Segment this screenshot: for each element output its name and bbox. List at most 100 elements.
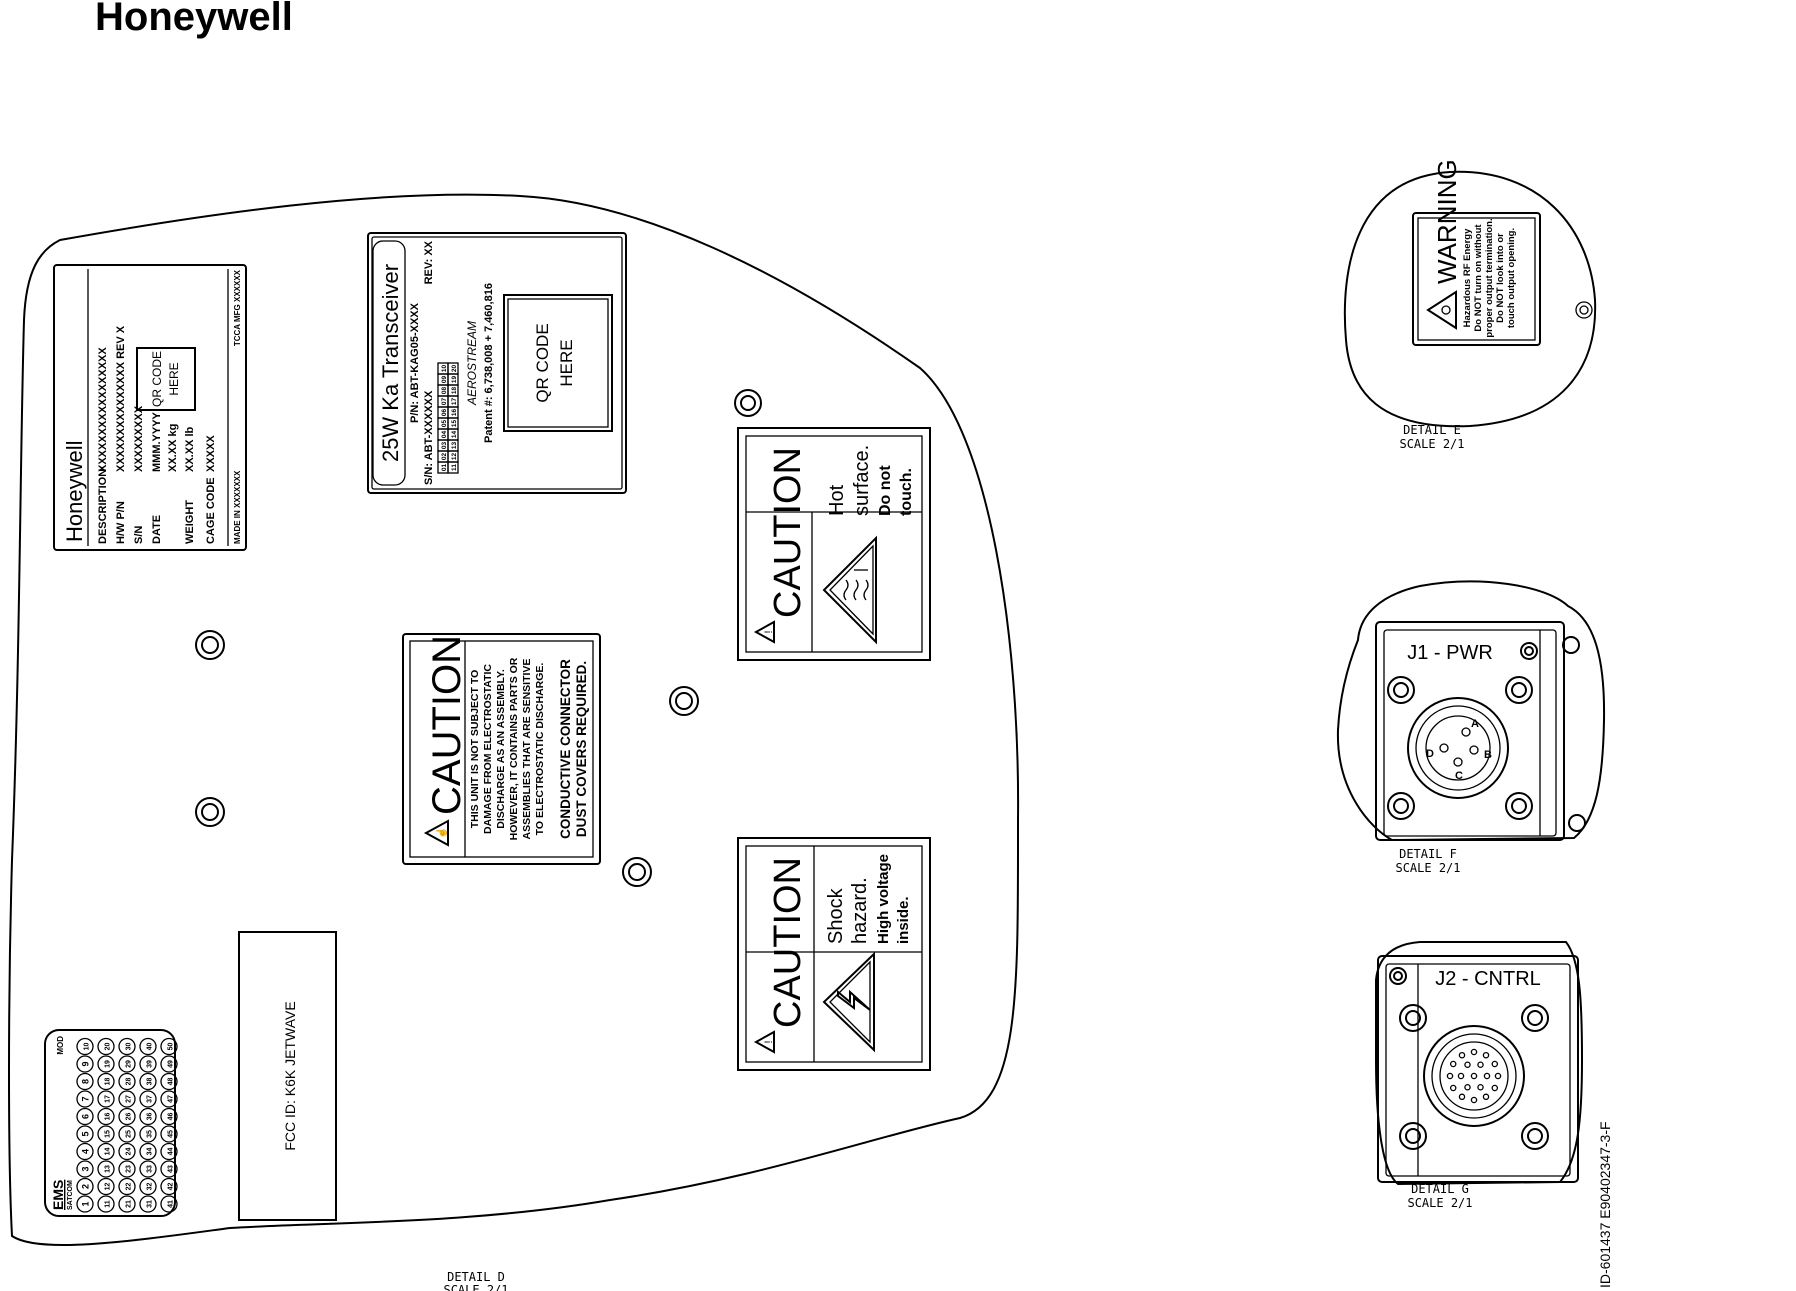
transceiver-mod-cell [447, 362, 459, 375]
detail-e-scale: SCALE 2/1 [1399, 437, 1464, 451]
j1-pin-c: C [1455, 770, 1463, 782]
mod-number: 42 [168, 1183, 175, 1191]
caution-hot-line-1: Hot [826, 484, 848, 516]
transceiver-sn: S/N: ABT-XXXXXX [423, 390, 435, 485]
mod-number: 46 [168, 1113, 175, 1121]
j2-pin [1483, 1072, 1491, 1080]
lightning-icon [837, 989, 871, 1011]
caution-esd-line: THIS UNIT IS NOT SUBJECT TO [469, 670, 481, 828]
transceiver-mod-number: 08 [441, 387, 448, 395]
nameplate-row-label: CAGE CODE [205, 477, 217, 544]
svg-text:!: ! [763, 1040, 775, 1043]
detail-e-name: DETAIL E [1403, 423, 1461, 437]
mod-number: 15 [105, 1130, 112, 1138]
mod-number: 25 [126, 1130, 133, 1138]
nameplate-row-label: H/W P/N [115, 501, 127, 544]
mod-circle [97, 1072, 115, 1091]
mod-circle [76, 1090, 94, 1108]
j2-pin [1449, 1084, 1457, 1092]
transceiver-patent: Patent #: 6,738,008 + 7,460,816 [483, 283, 495, 443]
caution-shock-line-1: Shock [825, 887, 847, 944]
j2-pin [1477, 1061, 1484, 1068]
nameplate-made-in: MADE IN XXXXXXX [233, 470, 242, 544]
honeywell-nameplate: Honeywell DESCRIPTIONXXXXXXXXXXXXXXXXXH/… [53, 264, 247, 551]
caution-esd-line-big: DUST COVERS REQUIRED. [574, 661, 589, 837]
mod-circle [76, 1195, 94, 1213]
transceiver-mod-number: 04 [441, 431, 448, 439]
caution-shock-heading: CAUTION [767, 857, 809, 1028]
transceiver-mod-number: 18 [451, 387, 458, 395]
transceiver-mod-number: 11 [451, 464, 458, 471]
mod-number: 36 [147, 1113, 154, 1121]
transceiver-mod-number: 09 [441, 376, 448, 384]
mod-plate: EMS SATCOM MOD 1234567891011121314151617… [44, 1029, 178, 1217]
detail-g: J2 - CNTRL [1375, 941, 1584, 1186]
mod-circle [76, 1107, 94, 1126]
detail-g-scale: SCALE 2/1 [1407, 1196, 1472, 1210]
caution-esd-line: DISCHARGE AS AN ASSEMBLY. [495, 669, 507, 829]
transceiver-rev: REV: XX [423, 240, 435, 284]
j2-connector [1423, 1025, 1525, 1127]
mod-number: 30 [126, 1043, 133, 1051]
mod-number: 44 [168, 1148, 175, 1156]
nameplate-row-label: S/N [133, 526, 145, 544]
mod-circle [118, 1195, 136, 1213]
j2-pin [1449, 1060, 1457, 1068]
mod-plate-mod-label: MOD [56, 1036, 65, 1055]
transceiver-mod-number: 05 [441, 420, 448, 428]
mod-circle [97, 1160, 115, 1178]
j1-pin-a: A [1471, 718, 1479, 730]
transceiver-mod-number: 13 [451, 442, 458, 450]
mod-circle [97, 1107, 115, 1126]
j2-pin [1446, 1072, 1454, 1080]
detail-g-name: DETAIL G [1411, 1182, 1469, 1196]
caution-hot-heading: CAUTION [767, 447, 809, 618]
mod-number: 34 [147, 1148, 154, 1156]
mod-circle [118, 1055, 136, 1073]
j2-pin [1457, 1072, 1465, 1080]
mod-circle [160, 1142, 178, 1161]
caution-shock-line-3: High voltage [875, 854, 892, 944]
mod-plate-brand: EMS [50, 1180, 66, 1210]
svg-text:!: ! [763, 630, 775, 633]
transceiver-title: 25W Ka Transceiver [378, 264, 403, 462]
nameplate-row-value: XXXXX [205, 435, 217, 472]
mod-circle [76, 1142, 94, 1161]
mod-circle [118, 1160, 136, 1178]
caution-hot-line-4: touch. [898, 468, 915, 516]
transceiver-mod-number: 19 [451, 376, 458, 384]
mod-circle [97, 1125, 115, 1143]
mod-circle [139, 1037, 157, 1056]
mod-circle [97, 1142, 115, 1161]
j2-pin [1470, 1072, 1478, 1080]
mod-number: 22 [126, 1183, 133, 1191]
transceiver-brand: AEROSTREAM [465, 321, 479, 406]
transceiver-mod-number: 07 [441, 398, 448, 406]
mod-number: 37 [147, 1095, 154, 1103]
j2-pin [1470, 1048, 1478, 1056]
warning-line: touch output opening. [1506, 228, 1517, 328]
transceiver-mod-number: 01 [441, 464, 448, 472]
detail-f: J1 - PWR A B C D [1336, 580, 1606, 842]
mod-circle [139, 1055, 157, 1073]
mod-number: 1 [81, 1201, 91, 1206]
mod-number: 9 [81, 1061, 91, 1066]
mod-circle [97, 1037, 115, 1056]
mod-circle [160, 1177, 178, 1196]
mod-number: 7 [81, 1096, 91, 1101]
transceiver-pn: P/N: ABT-KAG05-XXXX [409, 302, 421, 423]
mod-number: 31 [147, 1200, 154, 1208]
transceiver-mod-number: 03 [441, 442, 448, 450]
nameplate-qr-line1: QR CODE [150, 351, 164, 407]
mod-number: 4 [81, 1149, 91, 1154]
transceiver-mod-number: 10 [441, 365, 448, 373]
caution-shock-label: ! CAUTION Shock hazard. High voltage ins… [737, 837, 931, 1071]
mod-circle [118, 1090, 136, 1108]
mod-number: 26 [126, 1113, 133, 1121]
caution-esd-line-big: CONDUCTIVE CONNECTOR [558, 659, 573, 839]
detail-d-outline [8, 193, 1020, 1246]
warning-line: Do NOT turn on without [1473, 224, 1484, 332]
mod-number: 27 [126, 1095, 133, 1103]
